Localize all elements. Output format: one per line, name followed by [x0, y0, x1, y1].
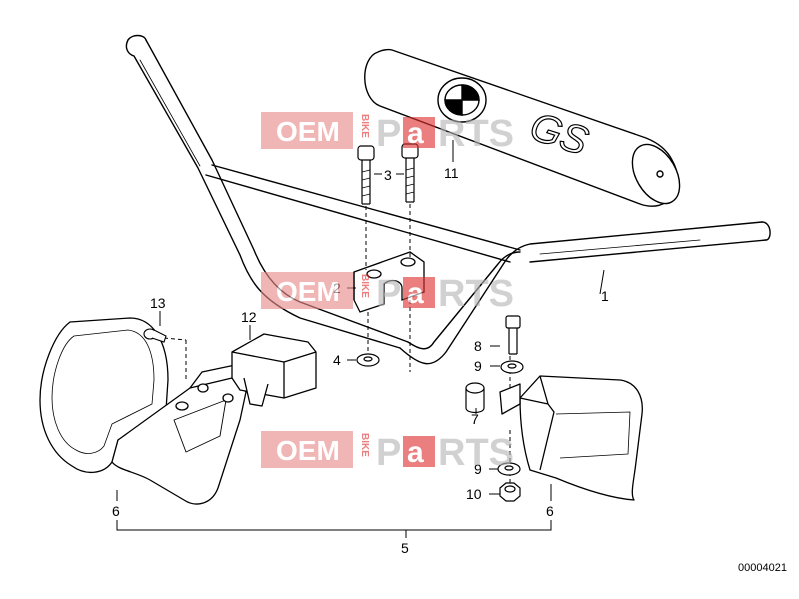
watermark-bottom: OEM BIKE P a RTS — [261, 431, 514, 474]
switch-housing — [231, 333, 317, 407]
watermark-left-text: OEM — [276, 276, 340, 307]
watermark-a: a — [407, 436, 424, 469]
callout-6-left: 6 — [112, 503, 120, 519]
watermark-vertical-text: BIKE — [359, 433, 370, 457]
watermark-rts: RTS — [438, 113, 514, 155]
callout-4: 4 — [333, 352, 341, 368]
callout-6-right: 6 — [546, 503, 554, 519]
watermark-p: P — [376, 113, 401, 155]
drawing-number: 00004021 — [738, 562, 787, 574]
watermark-vertical-text: BIKE — [359, 114, 370, 138]
watermark-rts: RTS — [438, 432, 514, 474]
roundel-logo — [437, 77, 487, 123]
callout-7: 7 — [471, 411, 479, 427]
callout-13: 13 — [150, 295, 166, 311]
callout-12: 12 — [241, 309, 257, 325]
left-handguard — [39, 317, 247, 505]
watermark-vertical-text: BIKE — [359, 274, 370, 298]
callout-11: 11 — [444, 165, 459, 181]
watermark-top: OEM BIKE P a RTS — [261, 112, 514, 155]
watermark-middle: OEM BIKE P a RTS — [261, 272, 514, 315]
watermark-rts: RTS — [438, 273, 514, 315]
right-hardware — [465, 315, 524, 502]
screw-13 — [143, 328, 167, 343]
callout-5: 5 — [401, 540, 409, 556]
callout-9-top: 9 — [474, 358, 482, 374]
callout-3: 3 — [384, 167, 392, 183]
callout-1: 1 — [601, 288, 609, 304]
watermark-a: a — [407, 277, 424, 310]
right-handguard — [499, 375, 643, 501]
watermark-left-text: OEM — [276, 435, 340, 466]
watermark-p: P — [376, 273, 401, 315]
leader-lines — [116, 140, 605, 538]
watermark-a: a — [407, 117, 424, 150]
callout-8: 8 — [474, 338, 482, 354]
watermark-p: P — [376, 432, 401, 474]
washer-4 — [356, 353, 380, 367]
watermark-left-text: OEM — [276, 116, 340, 147]
callout-9-bottom: 9 — [474, 461, 482, 477]
callout-10: 10 — [466, 486, 482, 502]
